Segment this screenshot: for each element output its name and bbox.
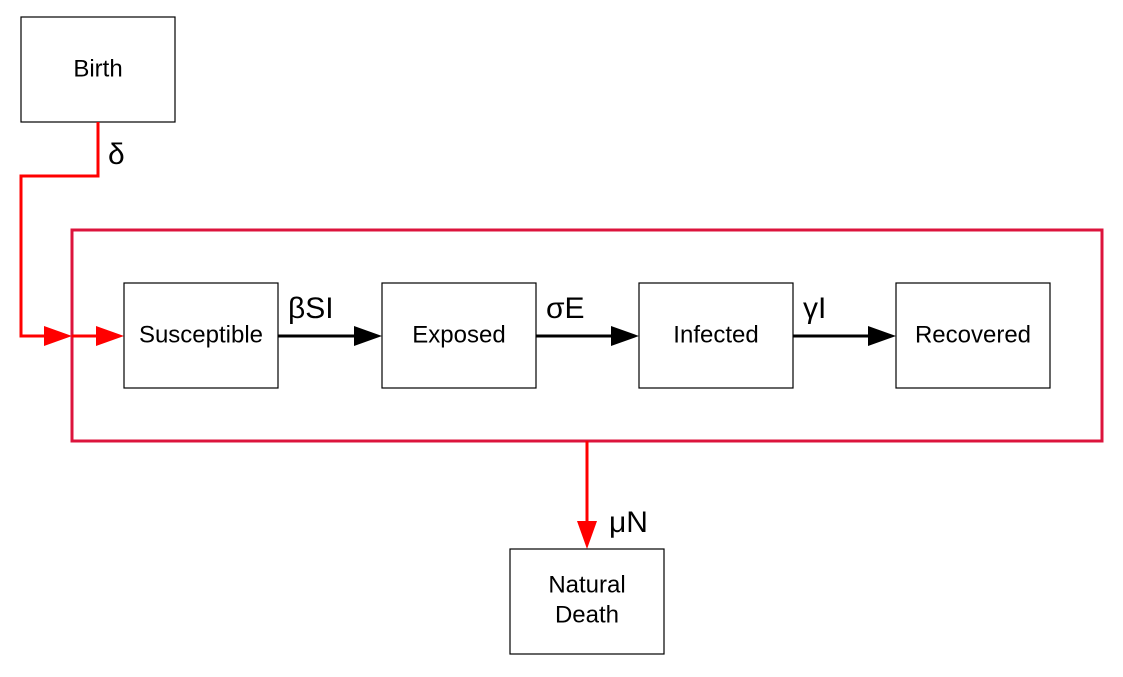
birth-rate-label: δ bbox=[108, 138, 125, 171]
susceptible-node: Susceptible bbox=[123, 282, 279, 389]
infection-rate-label: βSI bbox=[288, 292, 334, 325]
birth-node: Birth bbox=[20, 16, 176, 123]
infected-label: Infected bbox=[673, 321, 758, 348]
natural-death-label-line2: Death bbox=[555, 601, 619, 628]
birth-label: Birth bbox=[73, 55, 122, 82]
susceptible-label: Susceptible bbox=[139, 321, 263, 348]
death-flow bbox=[577, 441, 597, 549]
exposed-node: Exposed bbox=[381, 282, 537, 389]
recovery-rate-label: γI bbox=[803, 292, 826, 325]
infection-flow bbox=[278, 326, 382, 346]
infected-node: Infected bbox=[638, 282, 794, 389]
natural-death-node: Natural Death bbox=[509, 548, 665, 655]
incubation-flow bbox=[536, 326, 639, 346]
recovered-node: Recovered bbox=[895, 282, 1051, 389]
exposed-label: Exposed bbox=[412, 321, 505, 348]
recovery-flow bbox=[793, 326, 896, 346]
birth-flow bbox=[19, 122, 124, 346]
natural-death-label-line1: Natural bbox=[548, 571, 625, 598]
death-rate-label: μN bbox=[609, 506, 648, 539]
recovered-label: Recovered bbox=[915, 321, 1031, 348]
incubation-rate-label: σE bbox=[546, 292, 585, 325]
